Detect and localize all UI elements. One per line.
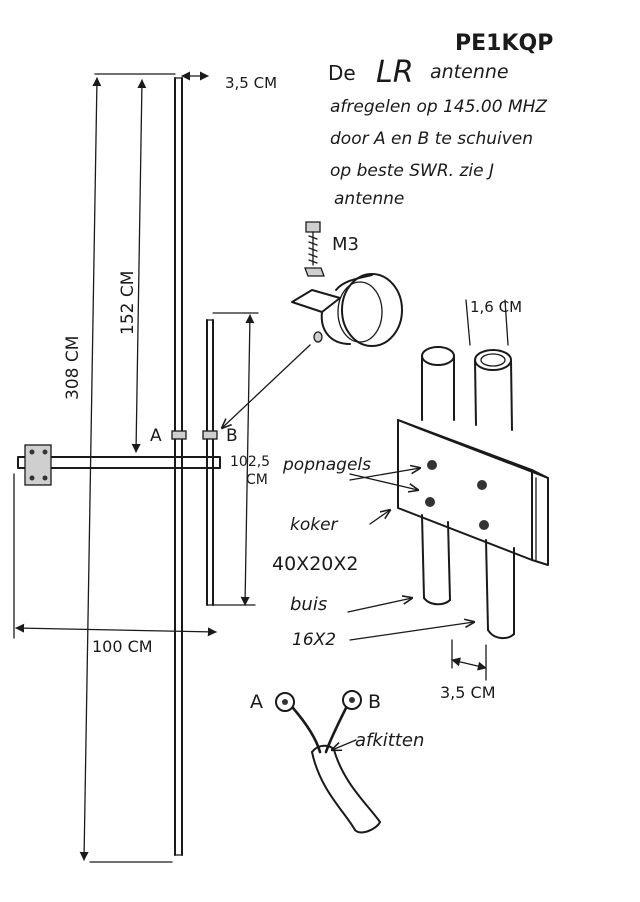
dim-tube-dia-ext1 — [465, 299, 471, 346]
pointer-channel — [369, 510, 390, 525]
dim-boom-label: 100 CM — [92, 637, 153, 656]
label-sealing: afkitten — [355, 730, 424, 751]
pointer-sealing — [332, 739, 357, 750]
note-line4: op beste SWR. zie J — [330, 161, 494, 181]
dim-stub-value: 102,5 — [230, 454, 270, 470]
pointer-rivets-2 — [349, 468, 420, 481]
dim-boom-line — [15, 623, 217, 637]
note-line3: door A en B te schuiven — [330, 129, 533, 149]
pointer-tube-1 — [347, 598, 412, 613]
dim-total-line — [79, 77, 102, 861]
label-coax-b: B — [368, 691, 381, 713]
coax-detail — [275, 690, 381, 834]
label-tube: buis — [290, 594, 327, 615]
label-point-b: B — [226, 426, 238, 446]
dim-stub-unit: CM — [246, 472, 268, 488]
note-antenne: antenne — [430, 61, 509, 83]
dim-top-gap-label: 3,5 CM — [225, 74, 277, 92]
pointer-tube-2 — [349, 622, 474, 641]
note-line2: afregelen op 145.00 MHZ — [330, 97, 547, 117]
slider-b — [202, 430, 218, 440]
note-lr: LR — [376, 55, 414, 90]
label-screw: M3 — [332, 234, 359, 255]
dim-tube-dia-ext2 — [504, 299, 509, 346]
pointer-clamp-to-b — [222, 344, 311, 428]
label-rivets: popnagels — [282, 455, 371, 475]
dim-tube-spacing-line — [451, 657, 487, 671]
dim-upper-label: 152 CM — [118, 271, 138, 335]
slider-a — [171, 430, 187, 440]
note-de: De — [328, 61, 356, 85]
clamp-detail — [291, 221, 403, 347]
mount-detail — [397, 346, 549, 640]
label-point-a: A — [150, 426, 162, 446]
pointer-rivets-1 — [349, 473, 418, 490]
label-tube-size: 16X2 — [292, 630, 336, 650]
dim-total-label: 308 CM — [63, 336, 83, 400]
dim-tube-spacing-label: 3,5 CM — [440, 683, 496, 702]
mounting-boom — [17, 444, 221, 486]
matching-stub — [206, 319, 214, 606]
main-radiator — [174, 77, 183, 856]
dim-upper-line — [131, 79, 147, 453]
dim-stub-line — [240, 314, 255, 606]
label-channel: koker — [290, 515, 339, 535]
label-channel-size: 40X20X2 — [272, 553, 358, 575]
dim-tube-dia-label: 1,6 CM — [470, 298, 522, 316]
note-line5: antenne — [334, 189, 404, 209]
callsign: PE1KQP — [455, 31, 553, 56]
label-coax-a: A — [250, 691, 263, 713]
